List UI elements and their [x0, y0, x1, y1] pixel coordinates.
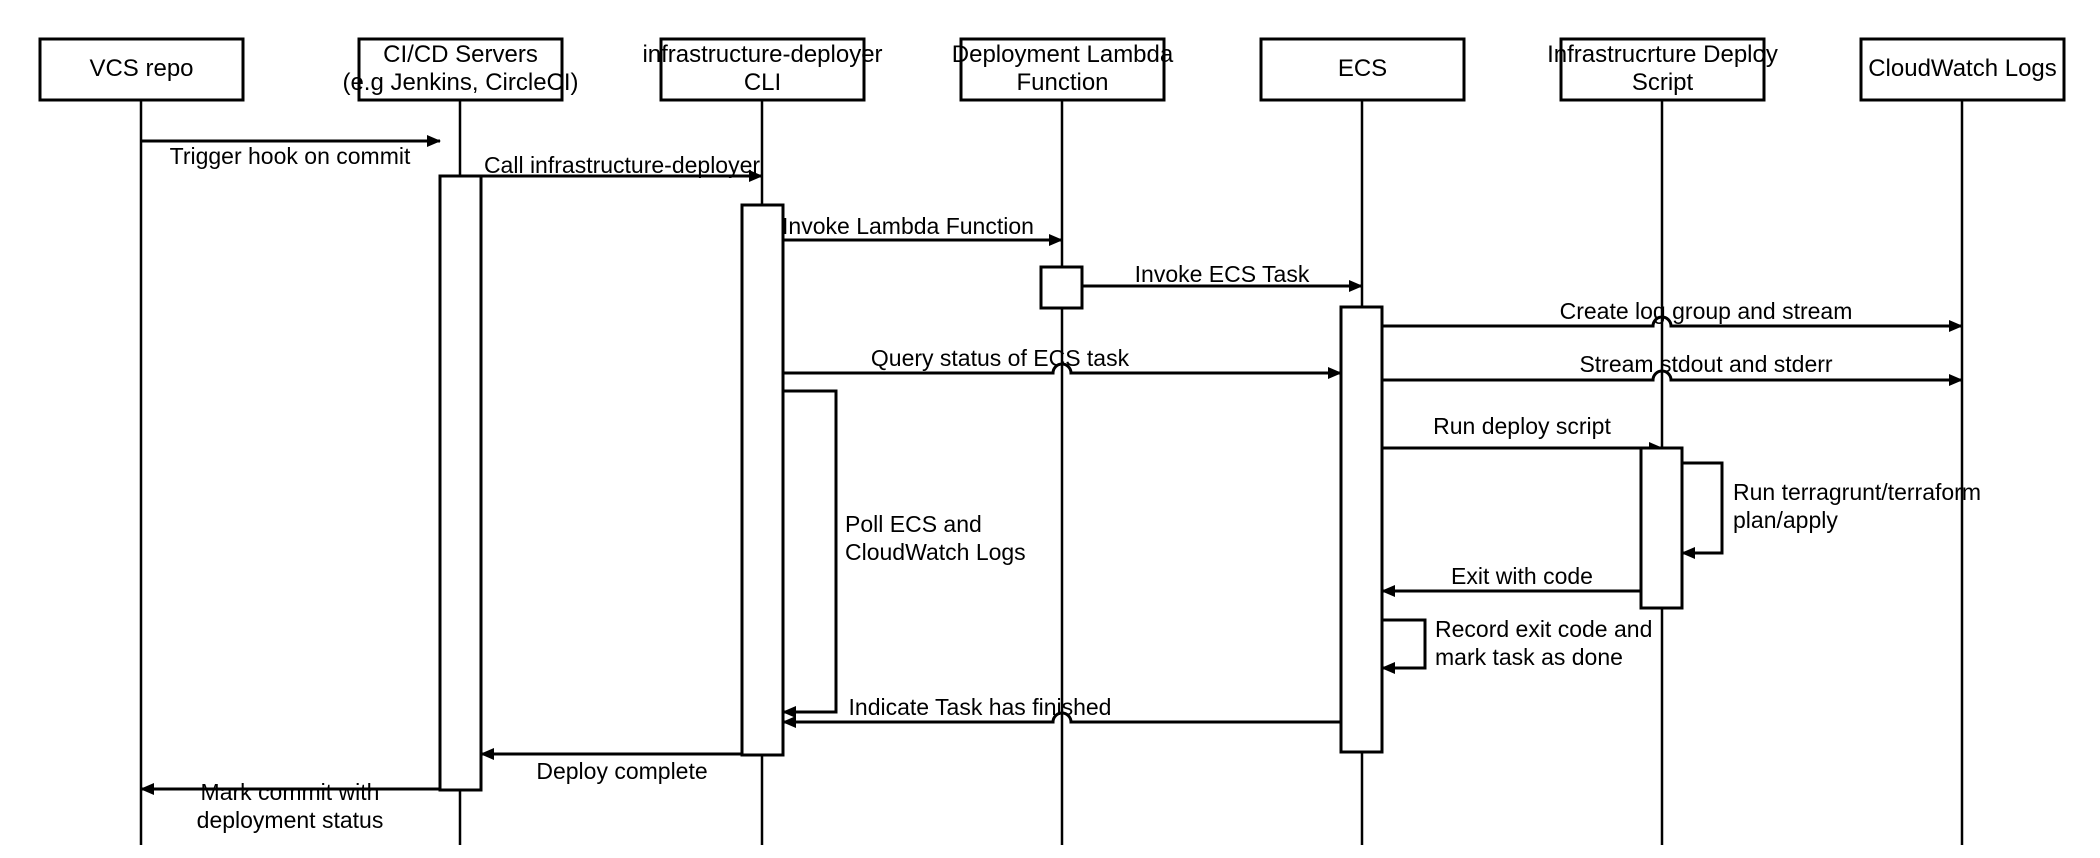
participant-box[interactable]	[1559, 37, 1766, 102]
participant-label-line: ECS	[1338, 55, 1387, 82]
message-arrow	[782, 711, 1341, 728]
message-label-line: Invoke Lambda Function	[782, 213, 1034, 239]
message-m5: Create log group and stream	[1382, 298, 1963, 332]
message-label: Run deploy script	[1433, 413, 1611, 439]
participants-layer: VCS repo CI/CD Servers(e.g Jenkins, Circl…	[38, 37, 2066, 102]
message-label: Query status of ECS task	[871, 345, 1130, 371]
message-label: Trigger hook on commit	[170, 143, 411, 169]
participant-label-line: infrastructure-deployer	[642, 41, 882, 68]
lifelines-layer	[139, 100, 1964, 845]
message-label: Invoke Lambda Function	[782, 213, 1034, 239]
messages-layer: Trigger hook on commit Call infrastructur…	[140, 135, 1963, 833]
message-label-line: Query status of ECS task	[871, 345, 1130, 371]
message-label-line: Mark commit with	[201, 779, 380, 805]
message-label-line: Stream stdout and stderr	[1579, 351, 1832, 377]
message-label: Indicate Task has finished	[849, 694, 1112, 720]
message-m8: Run deploy script	[1382, 413, 1663, 454]
participant-label-line: Function	[1016, 69, 1108, 96]
activation-bar-lambda	[1039, 265, 1084, 310]
message-label-line: Trigger hook on commit	[170, 143, 411, 169]
participant-vcs[interactable]: VCS repo	[38, 37, 245, 102]
participant-label-line: CLI	[744, 69, 781, 96]
message-m9: Exit with code	[1381, 563, 1641, 597]
self-message-arrow	[1381, 618, 1427, 674]
participant-cicd[interactable]: CI/CD Servers(e.g Jenkins, CircleCI)	[342, 37, 579, 102]
participant-cwlogs[interactable]: CloudWatch Logs	[1859, 37, 2066, 102]
message-m11: Deploy complete	[480, 748, 742, 784]
message-label: Stream stdout and stderr	[1579, 351, 1832, 377]
participant-label: VCS repo	[89, 55, 193, 82]
participant-label-line: (e.g Jenkins, CircleCI)	[342, 69, 578, 96]
self-message-label-line: Record exit code and	[1435, 616, 1652, 642]
participant-box[interactable]	[38, 37, 245, 102]
message-label-line: Create log group and stream	[1560, 298, 1853, 324]
message-m4: Invoke ECS Task	[1082, 261, 1363, 292]
message-label-line: Deploy complete	[536, 758, 707, 784]
message-m10: Indicate Task has finished	[782, 694, 1341, 728]
message-label: Exit with code	[1451, 563, 1593, 589]
self-message-label-line: CloudWatch Logs	[845, 539, 1026, 565]
activation-bar-cicd	[438, 174, 483, 792]
message-arrow	[1382, 369, 1963, 386]
self-message-arrow	[1681, 461, 1724, 559]
message-label-line: Invoke ECS Task	[1135, 261, 1310, 287]
participant-label-line: VCS repo	[89, 55, 193, 82]
participant-box[interactable]	[1259, 37, 1466, 102]
participant-label-line: Script	[1632, 69, 1694, 96]
message-arrow	[1382, 315, 1963, 332]
message-label-line: Run deploy script	[1433, 413, 1611, 439]
message-label-line: Call infrastructure-deployer	[484, 152, 760, 178]
participant-label-line: CI/CD Servers	[383, 41, 538, 68]
participant-label-line: Infrastrucrture Deploy	[1547, 41, 1778, 68]
participant-label: ECS	[1338, 55, 1387, 82]
self-message-arrow	[782, 389, 838, 718]
message-m2: Call infrastructure-deployer	[481, 152, 763, 182]
message-arrow	[783, 362, 1342, 379]
message-label: Create log group and stream	[1560, 298, 1853, 324]
message-label: Deploy complete	[536, 758, 707, 784]
participant-box[interactable]	[959, 37, 1166, 102]
self-message-label-line: plan/apply	[1733, 507, 1838, 533]
activation-bar-cli	[740, 203, 785, 757]
participant-ecs[interactable]: ECS	[1259, 37, 1466, 102]
participant-label-line: Deployment Lambda	[952, 41, 1174, 68]
self-message-label-line: Poll ECS and	[845, 511, 982, 537]
participant-box[interactable]	[659, 37, 866, 102]
participant-label: CI/CD Servers(e.g Jenkins, CircleCI)	[342, 41, 578, 96]
message-label: Invoke ECS Task	[1135, 261, 1310, 287]
participant-label: CloudWatch Logs	[1868, 55, 2057, 82]
message-m3: Invoke Lambda Function	[782, 213, 1063, 246]
participant-label-line: CloudWatch Logs	[1868, 55, 2057, 82]
self-message-label-line: mark task as done	[1435, 644, 1623, 670]
message-label-line: deployment status	[197, 807, 384, 833]
self-message-label-line: Run terragrunt/terraform	[1733, 479, 1981, 505]
activations-layer	[438, 174, 1684, 792]
activation-bar-deployscript	[1639, 446, 1684, 610]
message-m7: Stream stdout and stderr	[1382, 351, 1963, 386]
message-label: Call infrastructure-deployer	[484, 152, 760, 178]
message-label-line: Exit with code	[1451, 563, 1593, 589]
message-m1: Trigger hook on commit	[141, 135, 441, 169]
participant-box[interactable]	[357, 37, 564, 102]
participant-box[interactable]	[1859, 37, 2066, 102]
message-label-line: Indicate Task has finished	[849, 694, 1112, 720]
message-m6: Query status of ECS task	[783, 345, 1342, 379]
activation-bar-ecs	[1339, 305, 1384, 754]
